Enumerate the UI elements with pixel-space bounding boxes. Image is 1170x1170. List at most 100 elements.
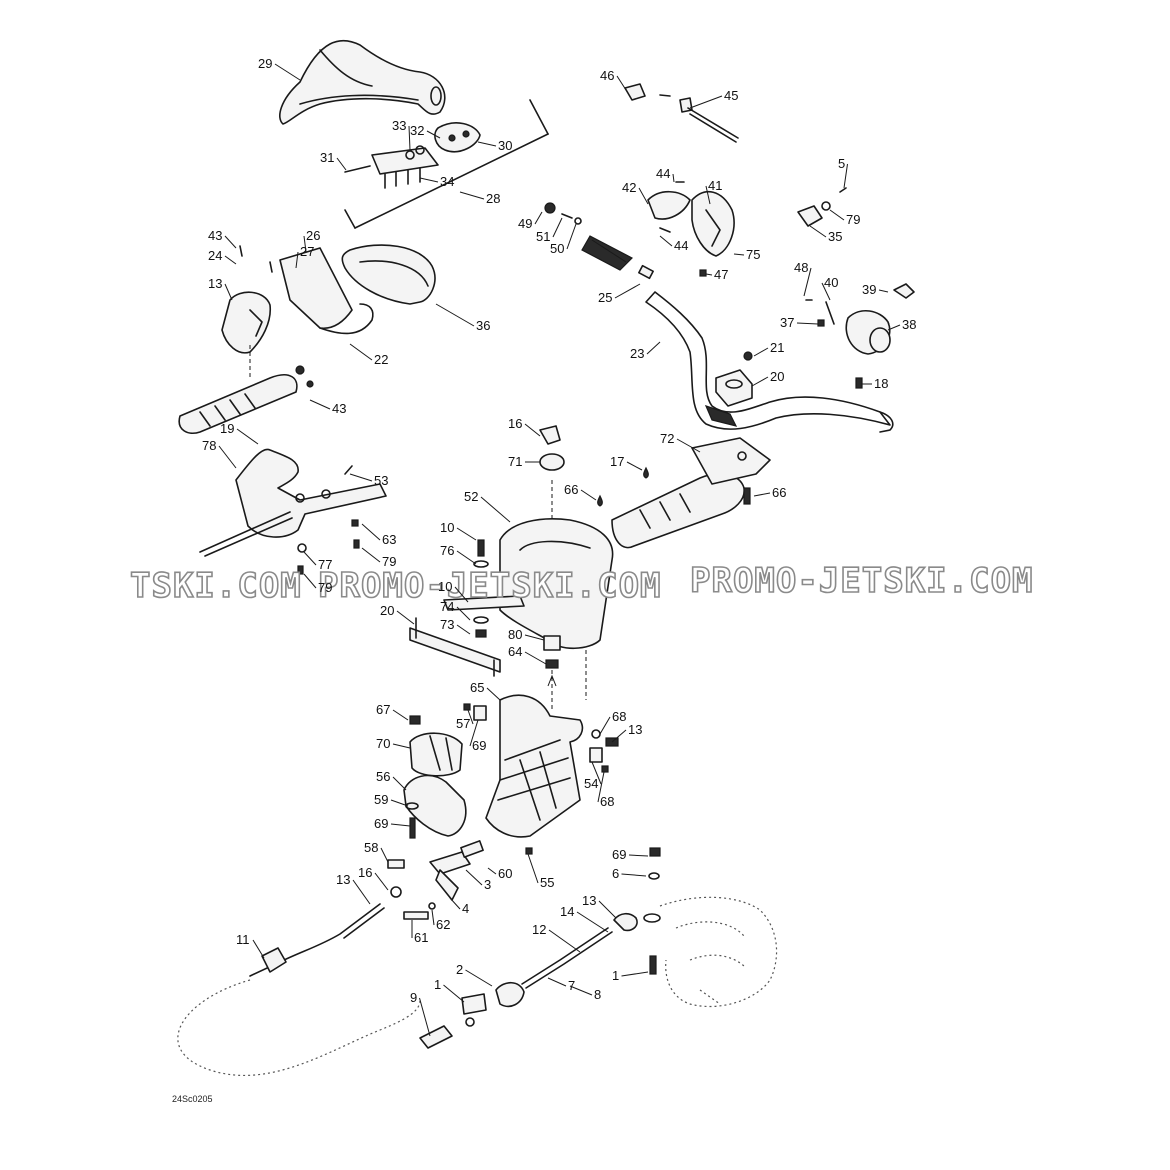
callout-number: 47	[714, 267, 728, 282]
callout-leader	[224, 283, 233, 301]
callout-leader	[569, 985, 593, 996]
callout-number: 38	[902, 317, 916, 332]
callout-leader	[303, 235, 307, 253]
column-bracket	[409, 539, 525, 677]
callout-number: 10	[440, 520, 454, 535]
callout-number: 21	[770, 340, 784, 355]
callout-leader	[449, 897, 461, 910]
callout-leader	[689, 95, 723, 109]
callout-number: 64	[508, 644, 522, 659]
callout-leader	[621, 873, 647, 877]
callout-number: 69	[374, 816, 388, 831]
callout-leader	[534, 211, 543, 225]
callout-leader	[456, 550, 477, 565]
callout-number: 5	[838, 156, 845, 171]
callout-number: 40	[824, 275, 838, 290]
handlebar-pad	[279, 39, 446, 125]
callout-number: 56	[376, 769, 390, 784]
callout-number: 75	[746, 247, 760, 262]
cables	[177, 847, 661, 1076]
callout-leader	[821, 282, 831, 301]
callout-number: 76	[440, 543, 454, 558]
callout-number: 30	[498, 138, 512, 153]
callout-leader	[467, 709, 474, 725]
bracket-assembly	[344, 99, 549, 229]
callout-leader	[469, 719, 479, 747]
callout-number: 62	[436, 917, 450, 932]
callout-leader	[426, 130, 441, 139]
callout-number: 35	[828, 229, 842, 244]
callout-number: 13	[628, 722, 642, 737]
watermark-center: PROMO-JETSKI.COM	[318, 566, 662, 606]
callout-leader	[419, 997, 431, 1037]
callout-number: 37	[780, 315, 794, 330]
callout-leader	[576, 911, 609, 933]
callout-number: 16	[358, 865, 372, 880]
callout-number: 43	[332, 401, 346, 416]
callout-number: 23	[630, 346, 644, 361]
callout-leader	[753, 492, 771, 497]
callout-number: 20	[770, 369, 784, 384]
callout-number: 17	[610, 454, 624, 469]
callout-number: 19	[220, 421, 234, 436]
callout-leader	[431, 909, 435, 926]
callout-leader	[390, 799, 409, 807]
handlebar-clamp	[715, 351, 753, 407]
callout-number: 1	[612, 968, 619, 983]
callout-number: 20	[380, 603, 394, 618]
callout-number: 54	[584, 776, 598, 791]
callout-number: 25	[598, 290, 612, 305]
callout-leader	[638, 187, 649, 205]
callout-leader	[218, 445, 237, 469]
callout-number: 24	[208, 248, 222, 263]
callout-leader	[598, 900, 617, 919]
callout-number: 31	[320, 150, 334, 165]
callout-number: 39	[862, 282, 876, 297]
callout-leader	[599, 716, 611, 735]
callout-leader	[659, 235, 673, 247]
callout-leader	[336, 157, 347, 171]
callout-number: 78	[202, 438, 216, 453]
callout-leader	[349, 343, 373, 361]
callout-number: 55	[540, 875, 554, 890]
callout-number: 13	[582, 893, 596, 908]
callout-leader	[796, 322, 819, 325]
callout-leader	[829, 209, 845, 221]
callout-leader	[419, 177, 439, 183]
callout-leader	[392, 743, 411, 749]
callout-number: 7	[568, 978, 575, 993]
callout-leader	[626, 461, 643, 471]
callout-number: 72	[660, 431, 674, 446]
watermark: TSKI.COM PROMO-JETSKI.COM PROMO-JETSKI.C…	[129, 560, 1033, 607]
callout-number: 68	[600, 794, 614, 809]
callout-number: 52	[464, 489, 478, 504]
jet-nozzle	[659, 896, 778, 1008]
callout-number: 61	[414, 930, 428, 945]
callout-leader	[751, 376, 769, 387]
callout-leader	[614, 283, 641, 299]
callout-number: 13	[208, 276, 222, 291]
callout-number: 70	[376, 736, 390, 751]
callout-number: 66	[564, 482, 578, 497]
callout-number: 51	[536, 229, 550, 244]
callout-number: 26	[306, 228, 320, 243]
callout-number: 12	[532, 922, 546, 937]
callout-number: 10	[438, 579, 452, 594]
callout-leader	[456, 527, 477, 541]
callout-number: 41	[708, 178, 722, 193]
callout-leader	[524, 423, 541, 437]
callout-number: 50	[550, 241, 564, 256]
callout-leader	[224, 235, 237, 249]
callout-leader	[524, 634, 545, 641]
watermark-left: TSKI.COM	[130, 566, 302, 606]
callout-number: 68	[612, 709, 626, 724]
callout-leader	[361, 523, 381, 541]
callout-number: 42	[622, 180, 636, 195]
callout-number: 58	[364, 840, 378, 855]
callout-leader	[380, 847, 389, 863]
callout-leader	[753, 347, 769, 357]
lower-bracket	[199, 448, 387, 575]
callout-number: 63	[382, 532, 396, 547]
callout-leader	[435, 303, 475, 327]
